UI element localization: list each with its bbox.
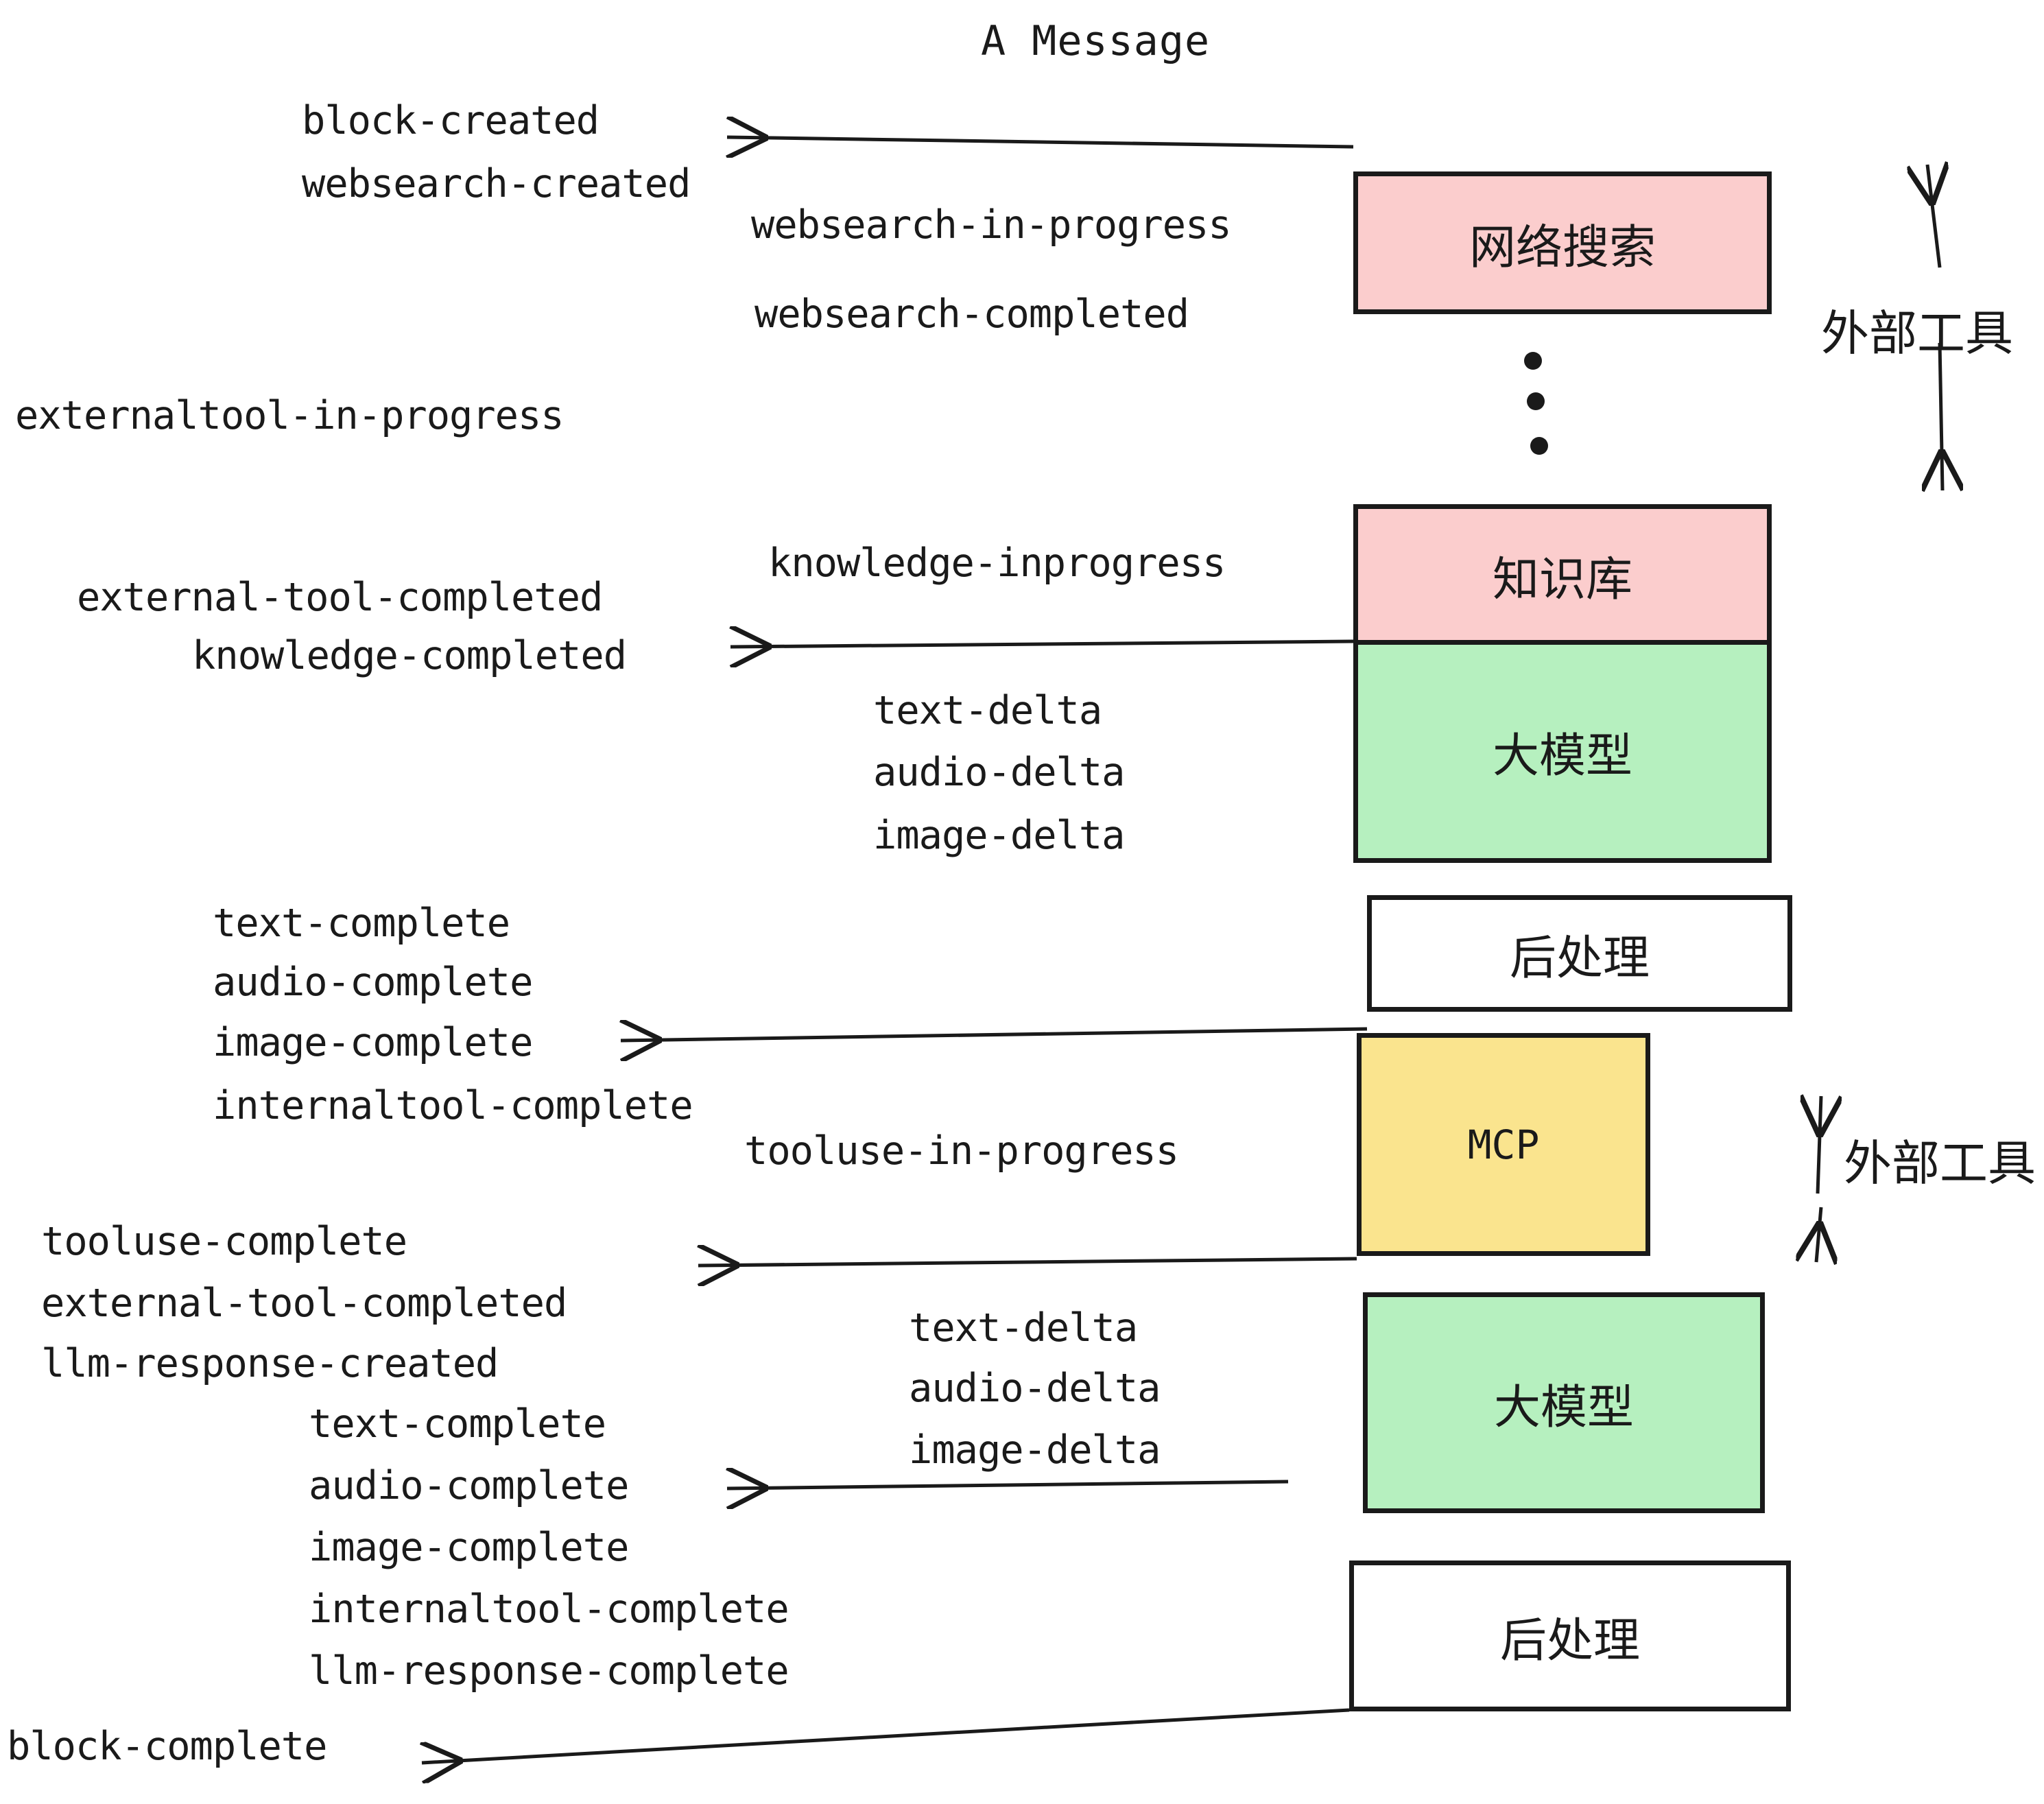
node-box-llm-1[interactable]: 大模型 bbox=[1353, 640, 1772, 863]
event-label-image-complete-2: image-complete bbox=[309, 1525, 629, 1570]
arrow-external-tool-lower-down bbox=[1816, 1207, 1821, 1262]
event-label-websearch-completed: websearch-completed bbox=[754, 292, 1189, 337]
event-label-block-created: block-created bbox=[302, 98, 599, 143]
annotation-external-tool-lower: 外部工具 bbox=[1844, 1135, 2036, 1191]
ellipsis-dot bbox=[1527, 392, 1545, 410]
event-label-image-delta-1: image-delta bbox=[873, 813, 1125, 858]
node-box-llm-1-label: 大模型 bbox=[1492, 729, 1632, 783]
arrow-external-tool-upper-up bbox=[1927, 165, 1940, 268]
event-label-audio-complete-2: audio-complete bbox=[309, 1463, 629, 1508]
event-label-websearch-in-progress: websearch-in-progress bbox=[751, 202, 1232, 248]
node-box-postprocess-1-label: 后处理 bbox=[1509, 931, 1650, 986]
node-box-mcp[interactable]: MCP bbox=[1357, 1033, 1650, 1256]
node-box-mcp-label: MCP bbox=[1467, 1121, 1540, 1168]
node-box-knowledge-label: 知识库 bbox=[1492, 552, 1632, 607]
event-label-audio-delta-2: audio-delta bbox=[909, 1366, 1161, 1411]
event-label-knowledge-completed: knowledge-completed bbox=[192, 633, 627, 678]
arrow-knowledge-to-knowledge-completed bbox=[730, 641, 1354, 647]
event-label-text-delta-2: text-delta bbox=[909, 1305, 1138, 1351]
arrow-mcp-to-tooluse-complete bbox=[698, 1259, 1357, 1266]
node-box-postprocess-1[interactable]: 后处理 bbox=[1367, 895, 1792, 1012]
arrow-external-tool-upper-down bbox=[1940, 342, 1942, 490]
node-box-llm-2-label: 大模型 bbox=[1493, 1380, 1634, 1435]
event-label-text-complete-1: text-complete bbox=[213, 901, 510, 946]
arrow-external-tool-lower-up bbox=[1818, 1096, 1821, 1194]
event-label-image-complete-1: image-complete bbox=[213, 1020, 533, 1065]
event-label-text-complete-2: text-complete bbox=[309, 1401, 606, 1447]
arrow-postprocess2-to-block-complete bbox=[422, 1708, 1350, 1763]
event-label-text-delta-1: text-delta bbox=[873, 688, 1102, 733]
event-label-tooluse-complete: tooluse-complete bbox=[41, 1219, 407, 1264]
event-label-externaltool-in-progress: externaltool-in-progress bbox=[15, 393, 565, 438]
event-label-internaltool-complete-2: internaltool-complete bbox=[309, 1587, 789, 1632]
node-box-websearch[interactable]: 网络搜索 bbox=[1353, 171, 1772, 314]
event-label-image-delta-2: image-delta bbox=[909, 1427, 1161, 1473]
node-box-llm-2[interactable]: 大模型 bbox=[1363, 1292, 1765, 1513]
event-label-llm-response-complete: llm-response-complete bbox=[309, 1648, 789, 1694]
event-label-external-tool-completed-2: external-tool-completed bbox=[41, 1281, 567, 1326]
event-label-tooluse-in-progress: tooluse-in-progress bbox=[744, 1128, 1179, 1174]
event-label-audio-complete-1: audio-complete bbox=[213, 960, 533, 1005]
ellipsis-dot bbox=[1530, 437, 1548, 455]
event-label-internaltool-complete-1: internaltool-complete bbox=[213, 1083, 693, 1128]
event-label-external-tool-completed-1: external-tool-completed bbox=[77, 575, 603, 620]
arrow-llm1-to-image-complete bbox=[621, 1029, 1368, 1041]
event-label-websearch-created: websearch-created bbox=[302, 161, 691, 206]
event-label-block-complete: block-complete bbox=[7, 1724, 327, 1769]
node-box-postprocess-2-label: 后处理 bbox=[1499, 1613, 1640, 1668]
page-title: A Message bbox=[981, 17, 1211, 65]
event-label-knowledge-inprogress: knowledge-inprogress bbox=[768, 541, 1226, 586]
arrow-websearch-to-block-created bbox=[727, 137, 1354, 147]
event-label-llm-response-created: llm-response-created bbox=[41, 1341, 499, 1386]
event-label-audio-delta-1: audio-delta bbox=[873, 750, 1125, 795]
arrow-llm2-to-audio-complete bbox=[727, 1482, 1289, 1488]
node-box-websearch-label: 网络搜索 bbox=[1469, 220, 1656, 275]
ellipsis-dot bbox=[1524, 352, 1542, 370]
node-box-postprocess-2[interactable]: 后处理 bbox=[1349, 1560, 1791, 1711]
annotation-external-tool-upper: 外部工具 bbox=[1821, 305, 2013, 361]
node-box-knowledge[interactable]: 知识库 bbox=[1353, 504, 1772, 645]
